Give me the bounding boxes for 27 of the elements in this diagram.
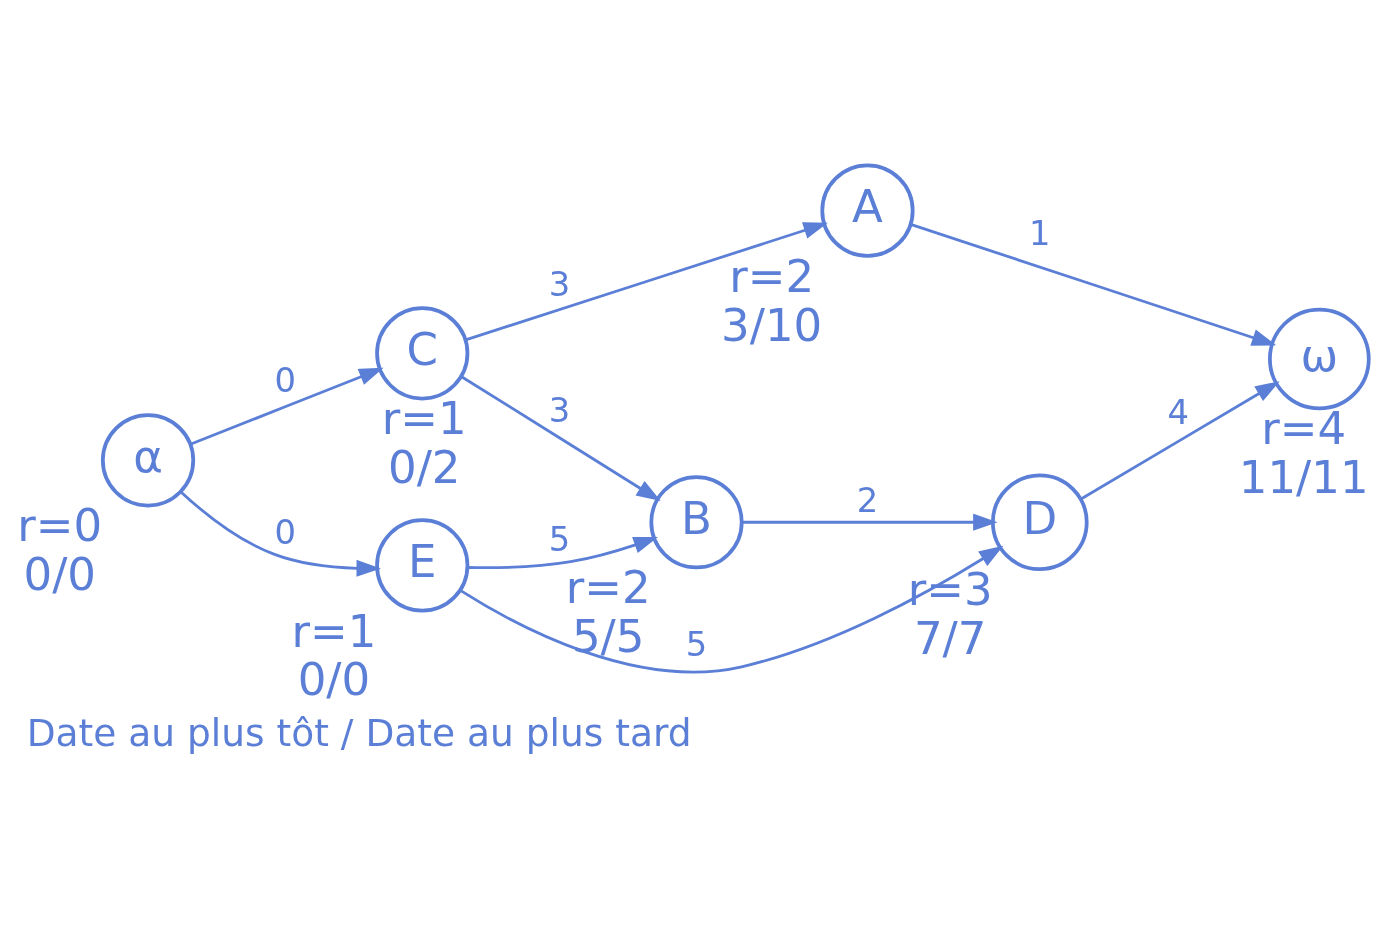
- arrow: [1079, 380, 1280, 500]
- edge-label: 0: [274, 360, 296, 400]
- arrow: [460, 545, 1004, 673]
- edge-label: 4: [1167, 392, 1189, 432]
- arrow: [460, 374, 661, 501]
- arrow: [910, 222, 1277, 346]
- edge-label: 1: [1029, 213, 1051, 253]
- node-circle: D: [990, 472, 1089, 571]
- caption: Date au plus tôt / Date au plus tard: [26, 710, 692, 755]
- node-circle: C: [375, 305, 470, 400]
- node-circle: E: [375, 517, 470, 612]
- arrow: [467, 536, 659, 569]
- node-circle: B: [649, 474, 744, 569]
- node-circle: A: [820, 163, 915, 258]
- edge-label: 2: [856, 480, 879, 520]
- edge-label: 5: [548, 519, 571, 559]
- edge-label: 0: [274, 512, 296, 552]
- edge-label: 3: [548, 264, 571, 304]
- node-label: 7/7: [913, 611, 987, 665]
- node-circle: ω: [1268, 307, 1371, 410]
- arrow: [465, 221, 828, 341]
- arrow: [742, 513, 998, 531]
- arrow: [180, 490, 381, 577]
- edge-label: 5: [685, 624, 708, 664]
- edge-label: 3: [548, 390, 571, 430]
- arrow: [189, 367, 384, 446]
- node-circle: α: [100, 412, 196, 507]
